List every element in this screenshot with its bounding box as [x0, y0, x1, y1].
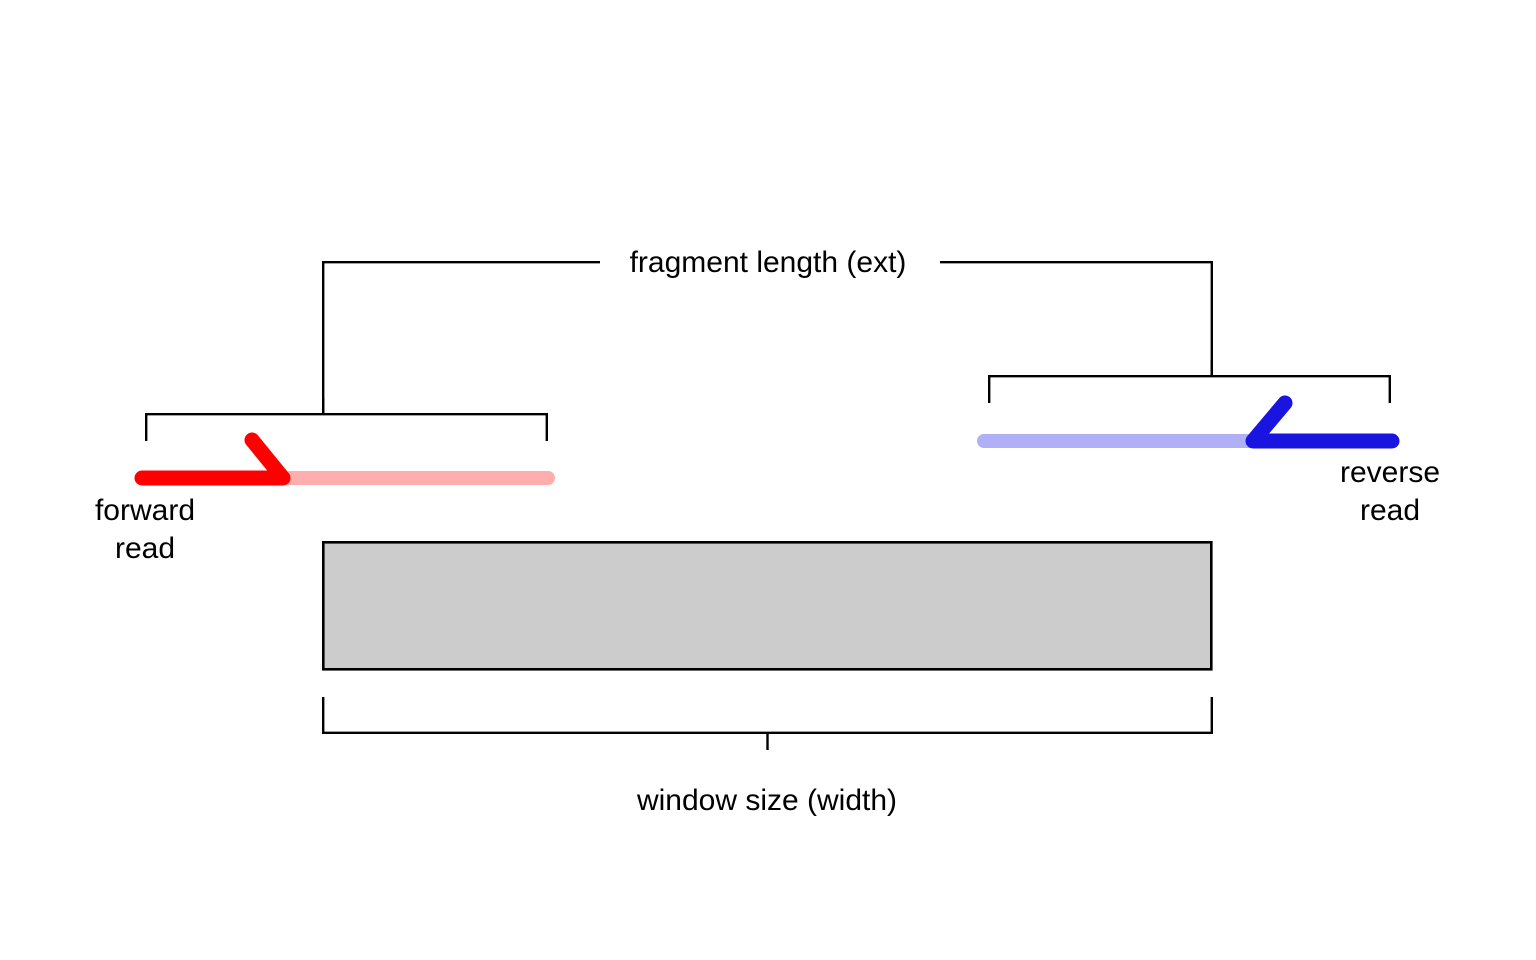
fragment-length-label: fragment length (ext)	[630, 246, 907, 279]
reverse-read-bracket	[988, 360, 1391, 403]
reverse-read-label-line1: reverse	[1340, 456, 1440, 489]
forward-read-arrow	[134, 432, 291, 486]
reverse-read-label-line2: read	[1360, 494, 1420, 527]
forward-read-group	[134, 432, 555, 486]
reverse-read-arrow	[1245, 395, 1400, 449]
fragment-length-bracket	[322, 261, 1213, 414]
window-size-bracket	[322, 697, 1213, 750]
forward-read-bracket	[145, 398, 548, 441]
forward-bracket-path	[145, 413, 548, 441]
reverse-bracket-path	[988, 375, 1391, 403]
window-rectangle	[321, 540, 1213, 671]
forward-read-label-line2: read	[115, 532, 175, 565]
window-size-label: window size (width)	[636, 784, 897, 817]
window-bracket-path	[322, 697, 1213, 734]
forward-read-label-line1: forward	[95, 494, 195, 527]
reverse-read-group	[977, 395, 1400, 449]
